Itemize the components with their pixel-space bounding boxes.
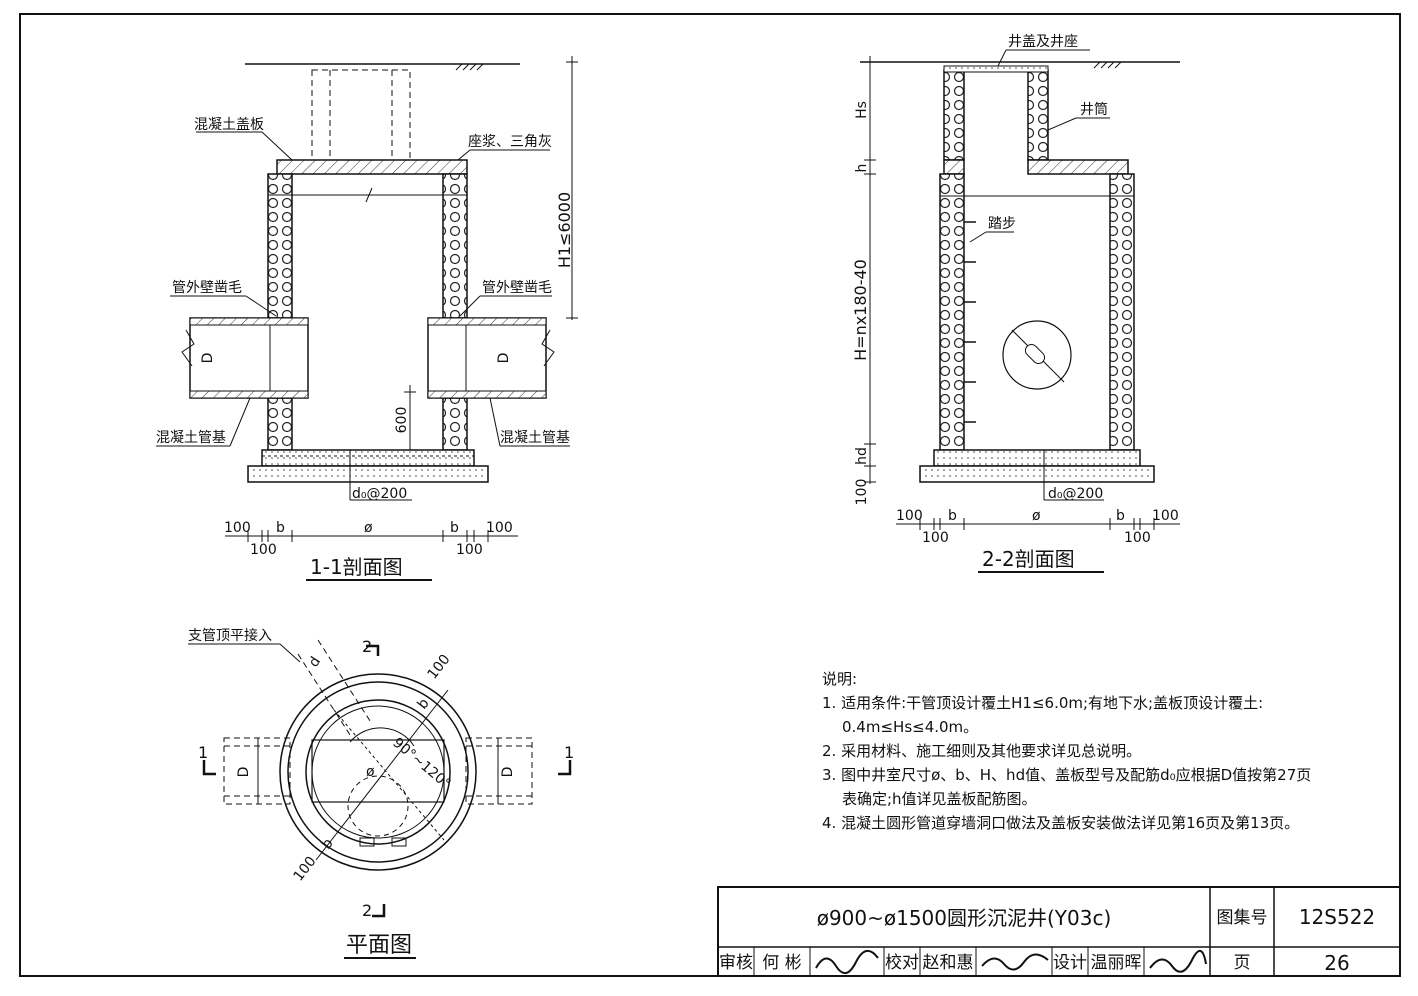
signature-designer: [1149, 950, 1207, 973]
page-number: 26: [1324, 951, 1349, 975]
cut-mark-left: 1: [198, 743, 208, 762]
note-3a: 3. 图中井室尺寸ø、b、H、hd值、盖板型号及配筋d₀应根据D值按第27页: [822, 766, 1311, 784]
label-rebar: d₀@200: [352, 486, 407, 502]
label-plan-d-right: D: [500, 767, 516, 778]
dim-100a-22: 100: [896, 508, 923, 524]
label-plan-phi: ø: [366, 764, 375, 780]
dim-100d: 100: [456, 542, 483, 558]
cut-mark-right: 1: [564, 743, 574, 762]
label-hd: hd: [854, 447, 870, 465]
section-2-2: 井盖及井座 井筒 踏步 Hs h H=nx180-40 hd 100 d₀@20…: [851, 34, 1180, 573]
atlas-label: 图集号: [1217, 908, 1268, 928]
dim-100c-22: 100: [922, 530, 949, 546]
title-block: ø900~ø1500圆形沉泥井(Y03c) 图集号 12S522 审核 何 彬 …: [717, 886, 1401, 977]
dim-100d-22: 100: [1124, 530, 1151, 546]
reviewer-name: 何 彬: [762, 953, 801, 973]
label-h: h: [854, 164, 870, 173]
label-h1: H1≤6000: [555, 192, 574, 268]
signature-checker: [981, 953, 1049, 971]
label-shaft: 井筒: [1080, 101, 1108, 118]
dim-plan-100-bottom: 100: [291, 854, 320, 885]
section-1-1-title: 1-1剖面图: [310, 555, 403, 579]
dim-plan-100-top: 100: [425, 652, 454, 683]
notes-heading: 说明:: [822, 670, 857, 688]
label-mortar: 座浆、三角灰: [468, 134, 552, 150]
designer-name: 温丽晖: [1091, 953, 1142, 973]
cut-mark-top: 2: [362, 637, 372, 656]
plan-view: 支管顶平接入 2 2 1 1 90°~120° d D D 100 b 100 …: [188, 627, 574, 959]
design-label: 设计: [1053, 953, 1087, 973]
label-rebar-22: d₀@200: [1048, 486, 1103, 502]
note-1b: 0.4m≤Hs≤4.0m。: [842, 718, 978, 736]
review-label: 审核: [719, 953, 753, 973]
drawing-title: ø900~ø1500圆形沉泥井(Y03c): [817, 906, 1112, 930]
dim-phi-22: ø: [1032, 508, 1041, 524]
section-2-2-title: 2-2剖面图: [982, 547, 1075, 571]
dim-100b-22: 100: [1152, 508, 1179, 524]
note-1a: 1. 适用条件:干管顶设计覆土H1≤6.0m;有地下水;盖板顶设计覆土:: [822, 694, 1263, 712]
dim-b-right: b: [450, 520, 459, 536]
label-roughen-left: 管外壁凿毛: [172, 280, 242, 296]
label-roughen-right: 管外壁凿毛: [482, 280, 552, 296]
label-d-left: D: [200, 353, 216, 364]
dim-100-vertical: 100: [854, 479, 870, 506]
dim-b-right-22: b: [1116, 508, 1125, 524]
label-d-right: D: [496, 353, 512, 364]
label-pipe-base-left: 混凝土管基: [156, 429, 226, 446]
cut-mark-bottom: 2: [362, 901, 372, 920]
label-cover-seat: 井盖及井座: [1008, 34, 1078, 50]
label-pipe-base-right: 混凝土管基: [500, 429, 570, 446]
dim-phi: ø: [364, 520, 373, 536]
plan-title: 平面图: [346, 933, 412, 958]
label-branch: 支管顶平接入: [188, 627, 272, 644]
note-2: 2. 采用材料、施工细则及其他要求详见总说明。: [822, 742, 1141, 760]
signature-reviewer: [815, 950, 879, 974]
label-step: 踏步: [988, 216, 1016, 232]
note-3b: 表确定;h值详见盖板配筋图。: [842, 790, 1037, 808]
dim-100c: 100: [250, 542, 277, 558]
note-4: 4. 混凝土圆形管道穿墙洞口做法及盖板安装做法详见第16页及第13页。: [822, 814, 1299, 832]
label-600: 600: [394, 407, 410, 434]
section-1-1: 混凝土盖板 座浆、三角灰 H1≤6000 管外壁凿毛 管外壁凿毛 混凝土管基 混…: [156, 56, 578, 581]
checker-name: 赵和惠: [923, 953, 974, 973]
label-plan-d-left: D: [236, 767, 252, 778]
dim-100a: 100: [224, 520, 251, 536]
check-label: 校对: [885, 953, 919, 973]
label-cover-slab: 混凝土盖板: [194, 117, 264, 133]
dim-100b: 100: [486, 520, 513, 536]
label-hs: Hs: [854, 101, 870, 119]
page-label: 页: [1234, 953, 1251, 973]
label-hformula: H=nx180-40: [851, 259, 870, 361]
sheet-border: [19, 13, 1401, 977]
label-branch-d: d: [306, 654, 324, 670]
atlas-number: 12S522: [1299, 905, 1375, 929]
notes-block: 说明: 1. 适用条件:干管顶设计覆土H1≤6.0m;有地下水;盖板顶设计覆土:…: [822, 670, 1311, 832]
dim-b-left-22: b: [948, 508, 957, 524]
dim-b-left: b: [276, 520, 285, 536]
